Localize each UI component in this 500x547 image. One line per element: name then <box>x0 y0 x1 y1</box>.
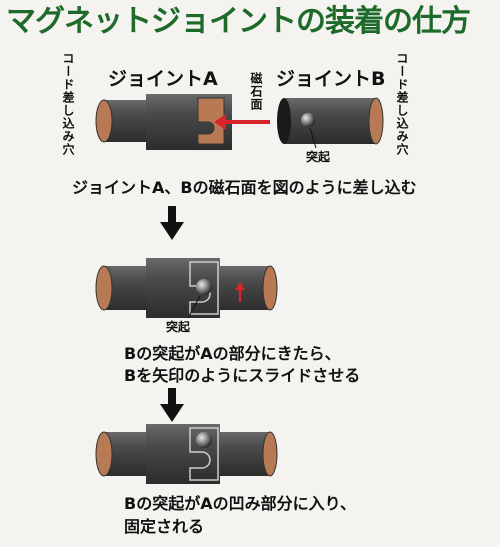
magnet-face-label: 磁石面 <box>249 72 263 111</box>
step3-caption-line1: Bの突起がAの凹み部分に入り、 <box>124 494 356 513</box>
page-title: マグネットジョイントの装着の仕方 <box>6 4 471 39</box>
step3-cylinder <box>95 424 278 484</box>
joint-a-label: ジョイントA <box>108 68 218 90</box>
step2-caption-line1: Bの突起がAの部分にきたら、 <box>124 344 341 363</box>
step2-cylinder <box>95 258 278 319</box>
cord-hole-label-right: コード差し込み穴 <box>395 52 409 156</box>
down-arrow-1 <box>160 206 184 240</box>
cord-hole-label-left: コード差し込み穴 <box>61 52 75 156</box>
insert-arrow-red <box>214 114 270 130</box>
step1-caption: ジョイントA、Bの磁石面を図のように差し込む <box>72 178 417 197</box>
joint-a-cylinder <box>95 94 232 150</box>
step3-caption-line2: 固定される <box>124 517 205 536</box>
joint-b-label: ジョイントB <box>276 68 386 90</box>
step2-caption-line2: Bを矢印のようにスライドさせる <box>124 366 361 385</box>
down-arrow-2 <box>160 388 184 422</box>
protrusion-label-1: 突起 <box>306 150 331 164</box>
joint-b-cylinder <box>277 97 384 149</box>
protrusion-label-2: 突起 <box>166 320 191 334</box>
